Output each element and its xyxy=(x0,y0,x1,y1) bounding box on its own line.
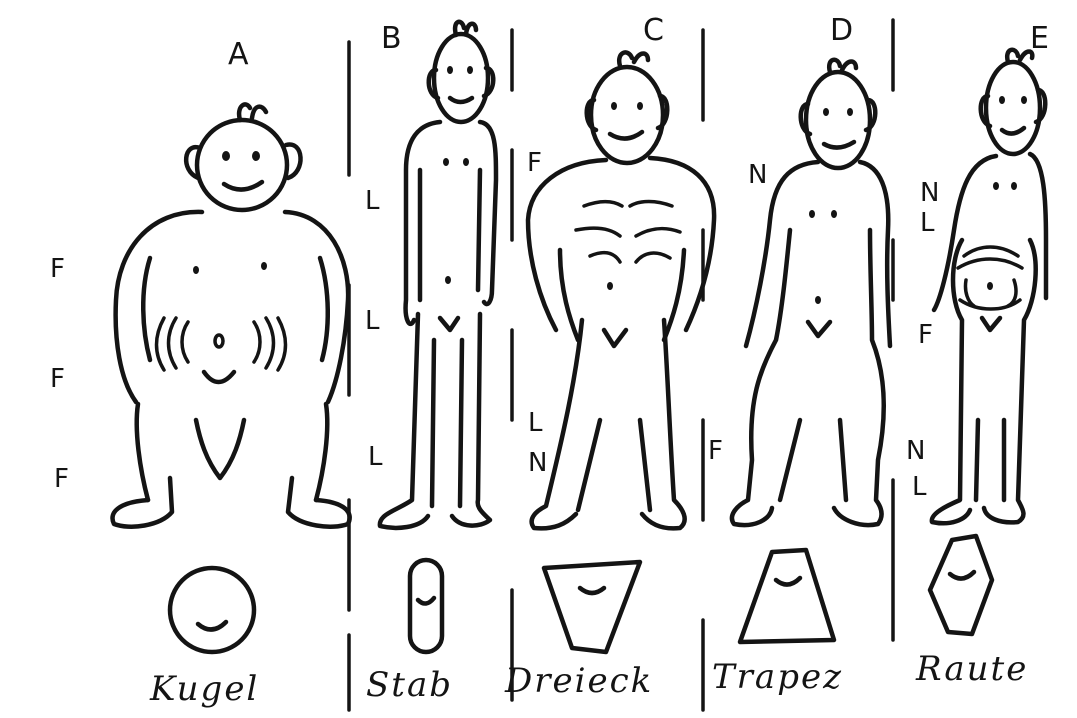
shape-dreieck xyxy=(544,562,640,652)
caption-trapez: Trapez xyxy=(712,660,843,694)
figure-b xyxy=(380,22,496,652)
mark-a-2: F xyxy=(50,366,65,392)
mark-a-3: F xyxy=(54,466,69,492)
figure-letter-e: E xyxy=(1030,24,1049,54)
mark-e-4: N xyxy=(906,438,925,464)
mark-b-3: L xyxy=(368,444,383,470)
figure-a xyxy=(112,104,349,652)
mark-d-1: N xyxy=(748,162,767,188)
caption-kugel: Kugel xyxy=(150,672,259,706)
figure-letter-a: A xyxy=(228,40,249,70)
caption-stab: Stab xyxy=(366,668,453,702)
mark-e-3: F xyxy=(918,322,933,348)
caption-dreieck: Dreieck xyxy=(505,664,653,698)
figure-d xyxy=(732,60,890,642)
mark-d-2: F xyxy=(708,438,723,464)
shape-trapez xyxy=(740,550,834,642)
mark-a-1: F xyxy=(50,256,65,282)
mark-e-1: N xyxy=(920,180,939,206)
figure-letter-c: C xyxy=(643,16,664,46)
shape-stab xyxy=(410,560,442,652)
mark-b-2: L xyxy=(365,308,380,334)
mark-c-2: L xyxy=(528,410,543,436)
mark-c-1: F xyxy=(527,150,542,176)
figure-c xyxy=(528,52,714,652)
shape-raute xyxy=(930,536,992,634)
figure-letter-d: D xyxy=(830,16,853,46)
head-b xyxy=(434,34,488,122)
head-c xyxy=(591,67,663,163)
figure-e xyxy=(930,50,1046,634)
shape-kugel xyxy=(170,568,254,652)
mark-c-3: N xyxy=(528,450,547,476)
figure-letter-b: B xyxy=(381,24,402,54)
head-e xyxy=(986,62,1040,154)
head-a xyxy=(197,120,287,210)
mark-e-5: L xyxy=(912,474,927,500)
mark-e-2: L xyxy=(920,210,935,236)
head-d xyxy=(806,72,870,168)
mark-b-1: L xyxy=(365,188,380,214)
caption-raute: Raute xyxy=(916,652,1028,686)
